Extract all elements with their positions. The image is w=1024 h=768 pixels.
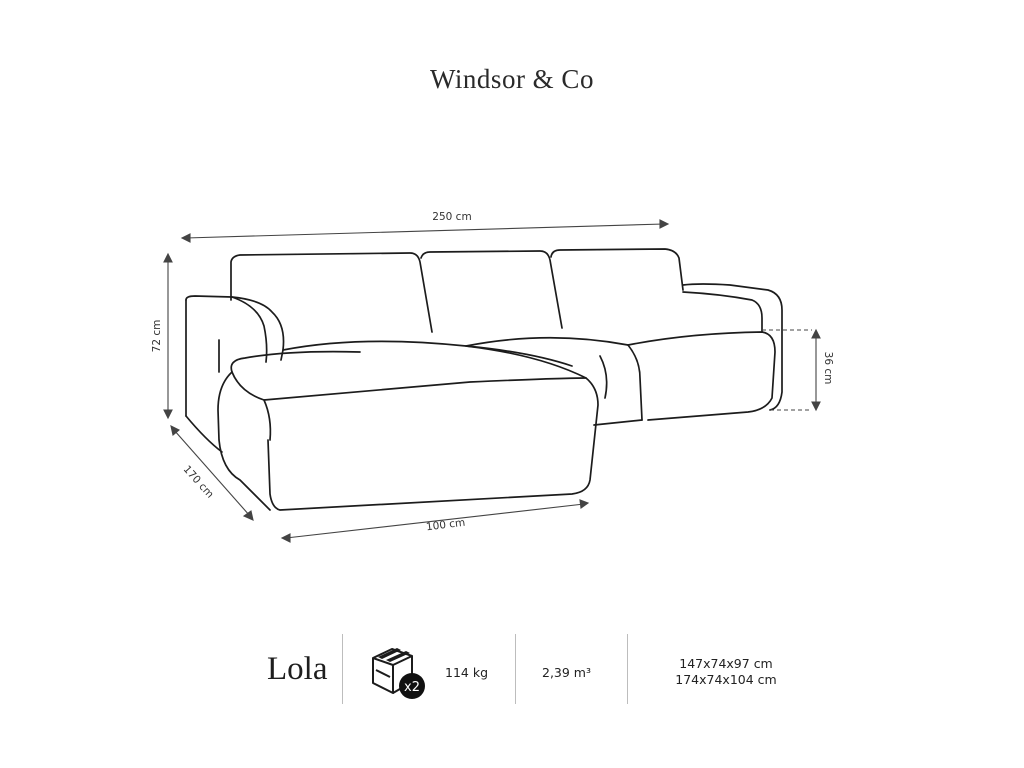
chaise-width-label: 100 cm	[425, 517, 466, 534]
product-name: Lola	[267, 651, 328, 687]
volume-value: 2,39 m³	[542, 665, 591, 680]
weight-value: 114 kg	[445, 665, 489, 680]
height-label: 72 cm	[151, 320, 163, 353]
depth-label: 170 cm	[181, 463, 216, 500]
separator	[515, 634, 516, 704]
package-size-1: 147x74x97 cm	[679, 656, 773, 671]
brand-logo: Windsor & Co	[430, 64, 594, 94]
seat-height-label: 36 cm	[822, 352, 834, 385]
package-sizes: 147x74x97 cm 174x74x104 cm	[646, 656, 806, 688]
package-count: x2	[404, 680, 420, 695]
sofa-outline	[185, 248, 783, 511]
package-box-icon: x2	[372, 648, 425, 699]
width-label: 250 cm	[432, 211, 471, 223]
separator	[342, 634, 343, 704]
dimension-lines	[163, 219, 821, 543]
package-size-2: 174x74x104 cm	[675, 672, 777, 687]
separator	[627, 634, 628, 704]
